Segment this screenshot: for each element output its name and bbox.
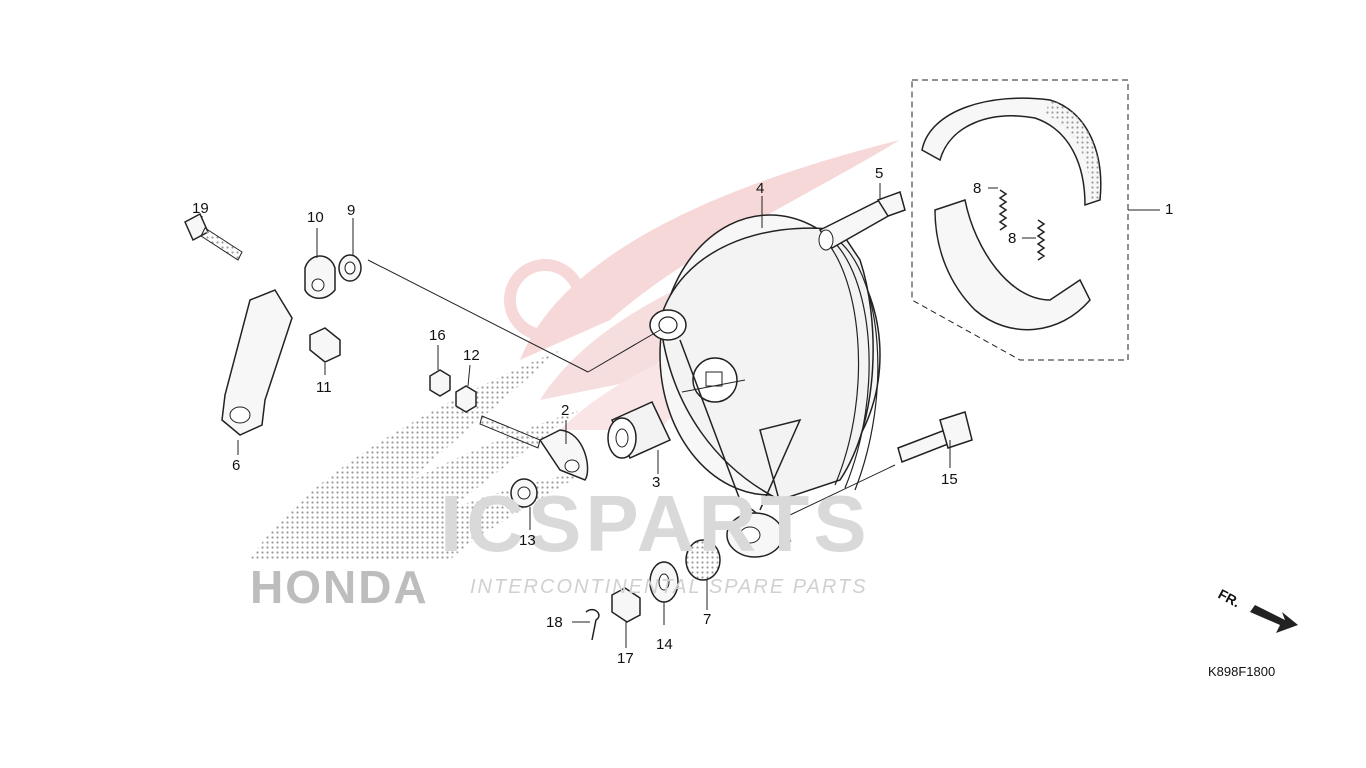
callout-7: 7 xyxy=(703,611,712,628)
callout-16: 16 xyxy=(429,327,446,344)
wear-indicator-plate xyxy=(304,255,336,299)
brake-shoe-group-box xyxy=(911,79,1160,361)
stopper-arm xyxy=(479,415,589,481)
seal-washer-9 xyxy=(338,254,362,282)
leader-lines xyxy=(201,183,951,648)
bolt-15 xyxy=(897,411,973,463)
brake-arm xyxy=(221,289,293,436)
callout-6: 6 xyxy=(232,457,241,474)
front-direction-arrow xyxy=(1250,605,1298,633)
brake-cam xyxy=(818,191,906,251)
callout-8b: 8 xyxy=(1008,230,1017,247)
brake-panel xyxy=(649,214,881,558)
nut-16-12 xyxy=(429,369,477,413)
callout-5: 5 xyxy=(875,165,884,182)
nut-13 xyxy=(510,478,538,508)
callout-4: 4 xyxy=(756,180,765,197)
callout-8a: 8 xyxy=(973,180,982,197)
callout-11: 11 xyxy=(316,379,332,396)
collar xyxy=(607,401,672,459)
washers-and-pins xyxy=(585,539,721,641)
callout-2: 2 xyxy=(561,402,570,419)
callout-9: 9 xyxy=(347,202,356,219)
callout-19: 19 xyxy=(192,200,209,217)
bolt-19 xyxy=(184,212,243,261)
nut-11 xyxy=(309,327,341,363)
callout-18: 18 xyxy=(546,614,563,631)
callout-14: 14 xyxy=(656,636,673,653)
callout-12: 12 xyxy=(463,347,480,364)
callout-13: 13 xyxy=(519,532,536,549)
callout-17: 17 xyxy=(617,650,634,667)
callout-10: 10 xyxy=(307,209,324,226)
callout-3: 3 xyxy=(652,474,661,491)
diagram-code: K898F1800 xyxy=(1208,664,1276,679)
callout-1: 1 xyxy=(1165,201,1174,218)
callout-15: 15 xyxy=(941,471,958,488)
halftone-wing-watermark xyxy=(250,350,590,560)
